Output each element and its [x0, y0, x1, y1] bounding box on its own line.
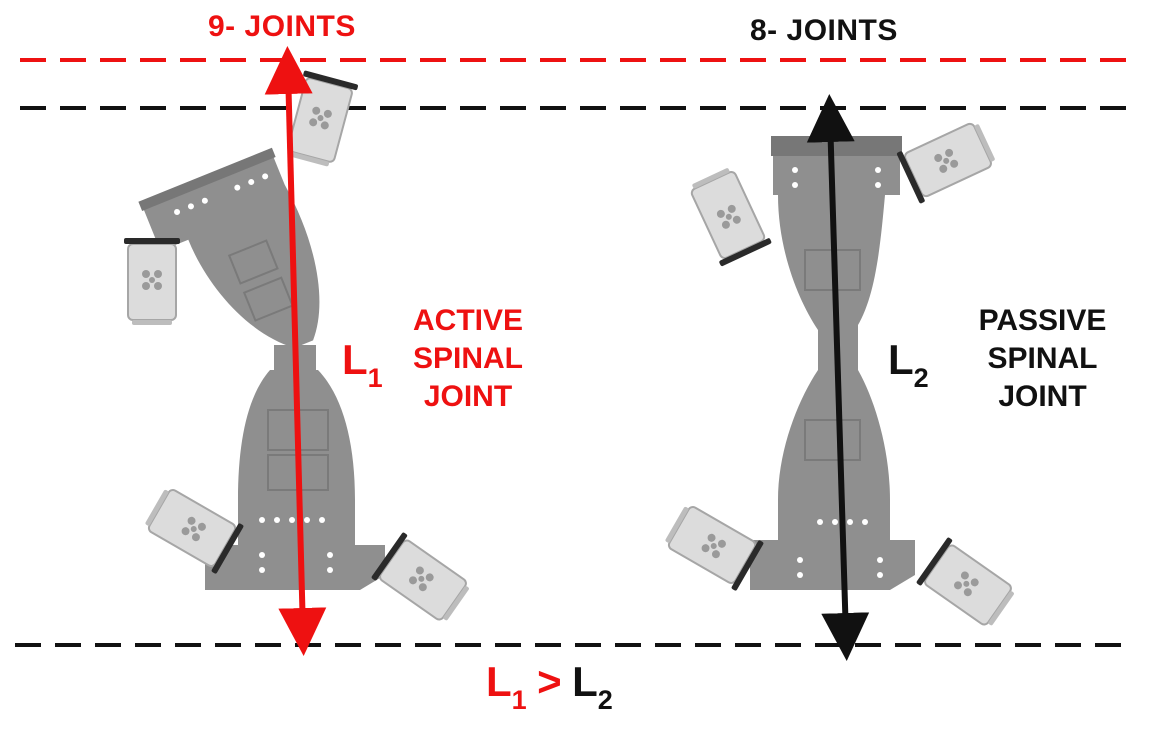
robot-left-module-front-left: [123, 237, 181, 326]
robot-left-module-rear-right: [369, 530, 476, 629]
right-description-line-2: SPINAL: [987, 342, 1098, 375]
comparison-rhs: L: [572, 658, 598, 705]
label-l2-subscript: 2: [913, 363, 929, 393]
comparison-lhs-subscript: 1: [511, 685, 527, 715]
robot-right-module-front-right: [895, 115, 1000, 205]
robot-right-module-rear-left: [659, 498, 766, 593]
robot-left-module-front-right: [280, 69, 360, 170]
length-comparison: L1 > L2: [486, 658, 613, 715]
left-description: ACTIVE SPINAL JOINT: [398, 302, 538, 416]
length-arrow-l1: [264, 46, 327, 656]
left-description-line-2: SPINAL: [412, 342, 523, 375]
label-l1-subscript: 1: [367, 363, 383, 393]
robot-right-module-rear-right: [914, 535, 1021, 634]
label-l1-symbol: L: [342, 336, 368, 383]
right-description-line-1: PASSIVE: [978, 304, 1107, 337]
comparison-operator: >: [537, 658, 562, 705]
right-description: PASSIVE SPINAL JOINT: [960, 302, 1125, 416]
label-l2: L2: [888, 336, 929, 393]
right-title: 8- JOINTS: [750, 14, 898, 47]
comparison-lhs: L: [486, 658, 512, 705]
comparison-rhs-subscript: 2: [597, 685, 613, 715]
left-description-line-3: JOINT: [423, 380, 513, 413]
length-arrow-l2: [806, 94, 870, 661]
right-description-line-3: JOINT: [998, 380, 1087, 413]
left-title: 9- JOINTS: [208, 10, 356, 43]
left-description-line-1: ACTIVE: [412, 304, 523, 337]
robot-right-module-front-left: [683, 163, 773, 268]
robot-right-lower-body: [750, 370, 915, 590]
label-l1: L1: [342, 336, 383, 393]
label-l2-symbol: L: [888, 336, 914, 383]
